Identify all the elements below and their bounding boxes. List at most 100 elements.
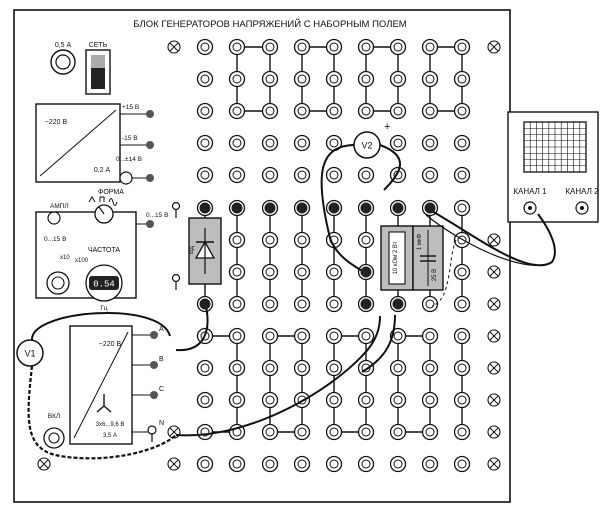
socket[interactable] bbox=[261, 391, 279, 409]
socket[interactable] bbox=[389, 359, 407, 377]
socket[interactable] bbox=[228, 134, 246, 152]
socket[interactable] bbox=[357, 166, 375, 184]
fuse-holder[interactable] bbox=[50, 49, 76, 75]
socket[interactable] bbox=[261, 423, 279, 441]
socket[interactable] bbox=[325, 38, 343, 56]
socket[interactable] bbox=[293, 295, 311, 313]
voltmeter-v2[interactable] bbox=[353, 131, 381, 159]
socket[interactable] bbox=[453, 38, 471, 56]
socket[interactable] bbox=[453, 295, 471, 313]
mains-switch[interactable] bbox=[85, 49, 111, 95]
socket[interactable] bbox=[421, 102, 439, 120]
diode-component[interactable] bbox=[188, 217, 222, 285]
socket[interactable] bbox=[261, 359, 279, 377]
scope-channel2-input[interactable] bbox=[575, 201, 589, 215]
socket[interactable] bbox=[228, 231, 246, 249]
dc-output-jacks[interactable] bbox=[146, 110, 154, 182]
socket[interactable] bbox=[389, 70, 407, 88]
socket[interactable] bbox=[196, 359, 214, 377]
socket[interactable] bbox=[325, 134, 343, 152]
socket[interactable] bbox=[357, 423, 375, 441]
socket[interactable] bbox=[261, 102, 279, 120]
socket[interactable] bbox=[293, 263, 311, 281]
socket[interactable] bbox=[421, 423, 439, 441]
socket[interactable] bbox=[293, 102, 311, 120]
socket[interactable] bbox=[261, 295, 279, 313]
fg-amplitude-knob[interactable] bbox=[47, 211, 61, 225]
socket[interactable] bbox=[421, 134, 439, 152]
socket[interactable] bbox=[325, 423, 343, 441]
socket[interactable] bbox=[228, 359, 246, 377]
socket[interactable] bbox=[453, 327, 471, 345]
socket[interactable] bbox=[325, 455, 343, 473]
socket[interactable] bbox=[261, 231, 279, 249]
socket[interactable] bbox=[228, 263, 246, 281]
socket[interactable] bbox=[421, 295, 439, 313]
socket[interactable] bbox=[325, 70, 343, 88]
socket[interactable] bbox=[421, 327, 439, 345]
socket[interactable] bbox=[196, 102, 214, 120]
socket[interactable] bbox=[389, 423, 407, 441]
socket[interactable] bbox=[421, 359, 439, 377]
fg-output-jack[interactable] bbox=[146, 220, 154, 228]
socket[interactable] bbox=[421, 455, 439, 473]
socket[interactable] bbox=[293, 134, 311, 152]
socket[interactable] bbox=[453, 455, 471, 473]
socket[interactable] bbox=[453, 166, 471, 184]
socket[interactable] bbox=[261, 38, 279, 56]
socket[interactable] bbox=[389, 102, 407, 120]
socket[interactable] bbox=[357, 231, 375, 249]
dc-adjust-knob[interactable] bbox=[119, 171, 133, 185]
socket[interactable] bbox=[325, 263, 343, 281]
socket[interactable] bbox=[228, 70, 246, 88]
socket[interactable] bbox=[453, 102, 471, 120]
socket[interactable] bbox=[196, 70, 214, 88]
socket[interactable] bbox=[325, 166, 343, 184]
socket[interactable] bbox=[357, 70, 375, 88]
socket[interactable] bbox=[261, 327, 279, 345]
socket[interactable] bbox=[389, 455, 407, 473]
socket[interactable] bbox=[261, 166, 279, 184]
fg-shape-knob[interactable] bbox=[94, 204, 114, 224]
socket[interactable] bbox=[453, 263, 471, 281]
tp-output-jacks[interactable] bbox=[150, 331, 158, 399]
socket[interactable] bbox=[228, 295, 246, 313]
socket[interactable] bbox=[357, 359, 375, 377]
socket[interactable] bbox=[261, 263, 279, 281]
socket[interactable] bbox=[453, 423, 471, 441]
socket[interactable] bbox=[293, 38, 311, 56]
socket[interactable] bbox=[421, 38, 439, 56]
socket[interactable] bbox=[228, 38, 246, 56]
socket[interactable] bbox=[453, 134, 471, 152]
socket[interactable] bbox=[357, 455, 375, 473]
socket[interactable] bbox=[357, 102, 375, 120]
socket[interactable] bbox=[389, 391, 407, 409]
scope-channel1-input[interactable] bbox=[523, 201, 537, 215]
socket[interactable] bbox=[325, 391, 343, 409]
socket[interactable] bbox=[357, 391, 375, 409]
socket[interactable] bbox=[325, 327, 343, 345]
socket[interactable] bbox=[261, 134, 279, 152]
socket[interactable] bbox=[196, 423, 214, 441]
socket[interactable] bbox=[357, 327, 375, 345]
socket[interactable] bbox=[293, 166, 311, 184]
socket[interactable] bbox=[228, 166, 246, 184]
socket[interactable] bbox=[453, 359, 471, 377]
socket[interactable] bbox=[293, 327, 311, 345]
socket[interactable] bbox=[421, 70, 439, 88]
socket[interactable] bbox=[261, 70, 279, 88]
socket[interactable] bbox=[357, 38, 375, 56]
socket[interactable] bbox=[421, 166, 439, 184]
socket[interactable] bbox=[228, 327, 246, 345]
socket[interactable] bbox=[453, 70, 471, 88]
socket[interactable] bbox=[196, 166, 214, 184]
socket[interactable] bbox=[228, 391, 246, 409]
socket[interactable] bbox=[293, 455, 311, 473]
socket[interactable] bbox=[293, 70, 311, 88]
socket[interactable] bbox=[196, 391, 214, 409]
tp-reset-button[interactable] bbox=[43, 427, 65, 449]
voltmeter-v1[interactable] bbox=[16, 339, 44, 367]
socket[interactable] bbox=[421, 391, 439, 409]
socket[interactable] bbox=[389, 38, 407, 56]
socket[interactable] bbox=[453, 391, 471, 409]
